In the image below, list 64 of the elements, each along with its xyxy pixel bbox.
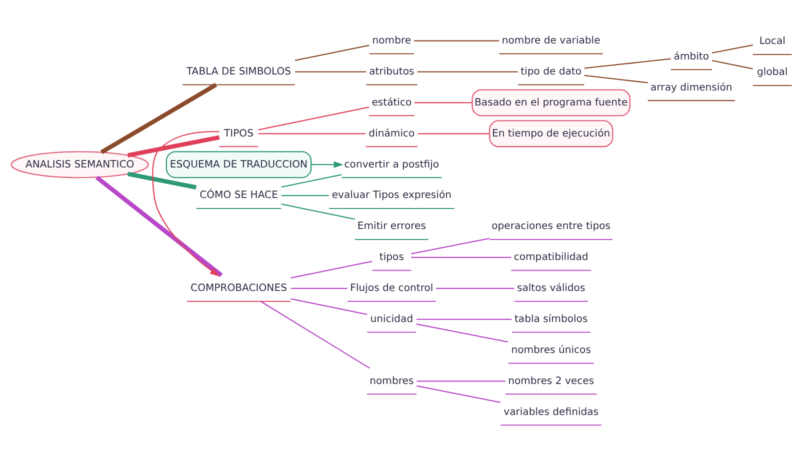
connector: [712, 60, 753, 69]
node-text: nombres únicos: [511, 344, 591, 356]
node-text: variables definidas: [504, 406, 599, 418]
connector: [127, 171, 197, 189]
connector: [411, 237, 490, 254]
connector: [416, 380, 506, 382]
connector: [584, 58, 671, 68]
node-text: dinámico: [368, 128, 415, 139]
node-ellipse: ANALISIS SEMANTICO: [10, 150, 149, 178]
node-text: tipos: [379, 252, 404, 263]
node-text: compatibilidad: [514, 252, 588, 263]
node-text: convertir a postfijo: [344, 158, 440, 170]
node-box: En tiempo de ejecución: [488, 120, 614, 147]
node-text: tipo de dato: [520, 66, 582, 77]
node-text: Emitir errores: [357, 220, 426, 232]
node-text: nombres 2 veces: [508, 375, 594, 386]
connector: [411, 256, 512, 258]
node-text: Local: [759, 36, 786, 47]
connector: [417, 70, 518, 72]
node-text: tabla símbolos: [514, 313, 588, 324]
arrow: [152, 130, 220, 276]
connector: [712, 44, 753, 53]
connector: [414, 40, 500, 41]
connector: [436, 287, 514, 288]
node-text: Flujos de control: [350, 282, 434, 294]
node-text: nombres: [370, 375, 414, 386]
node-text: unicidad: [370, 313, 414, 324]
node-text: array dimensión: [650, 82, 732, 93]
node-text: estático: [372, 96, 412, 108]
connector: [418, 132, 490, 134]
node-text: ámbito: [674, 50, 710, 62]
node-text: TABLA DE SIMBOLOS: [186, 66, 292, 77]
connector: [95, 175, 223, 276]
connector: [584, 74, 648, 83]
node-box: ESQUEMA DE TRADUCCION: [166, 150, 312, 178]
connector: [294, 44, 370, 60]
connector: [290, 260, 372, 278]
connector: [416, 322, 508, 342]
connector: [290, 298, 368, 315]
node-text: nombre: [372, 34, 412, 46]
connector: [416, 318, 512, 320]
connector: [414, 102, 472, 103]
node-text: TIPOS: [224, 128, 254, 139]
connector: [100, 82, 218, 154]
node-text: operaciones entre tipos: [492, 220, 611, 232]
node-text: saltos válidos: [516, 282, 586, 294]
connector: [281, 194, 329, 196]
node-text: global: [757, 66, 788, 78]
node-text: nombre de variable: [502, 34, 600, 46]
connector: [416, 384, 501, 402]
node-box: Basado en el programa fuente: [472, 88, 630, 116]
connector: [295, 70, 366, 72]
connector: [281, 174, 342, 188]
connector: [258, 132, 366, 134]
node-text: atributos: [369, 66, 414, 77]
node-text: COMPROBACIONES: [190, 282, 287, 294]
node-text: evaluar Tipos expresión: [332, 190, 452, 201]
connector: [127, 134, 220, 157]
connector: [281, 203, 356, 220]
connector: [260, 300, 370, 368]
connector: [258, 106, 370, 130]
node-text: CÓMO SE HACE: [200, 190, 278, 201]
connector: [290, 287, 348, 288]
arrow: [311, 160, 344, 168]
